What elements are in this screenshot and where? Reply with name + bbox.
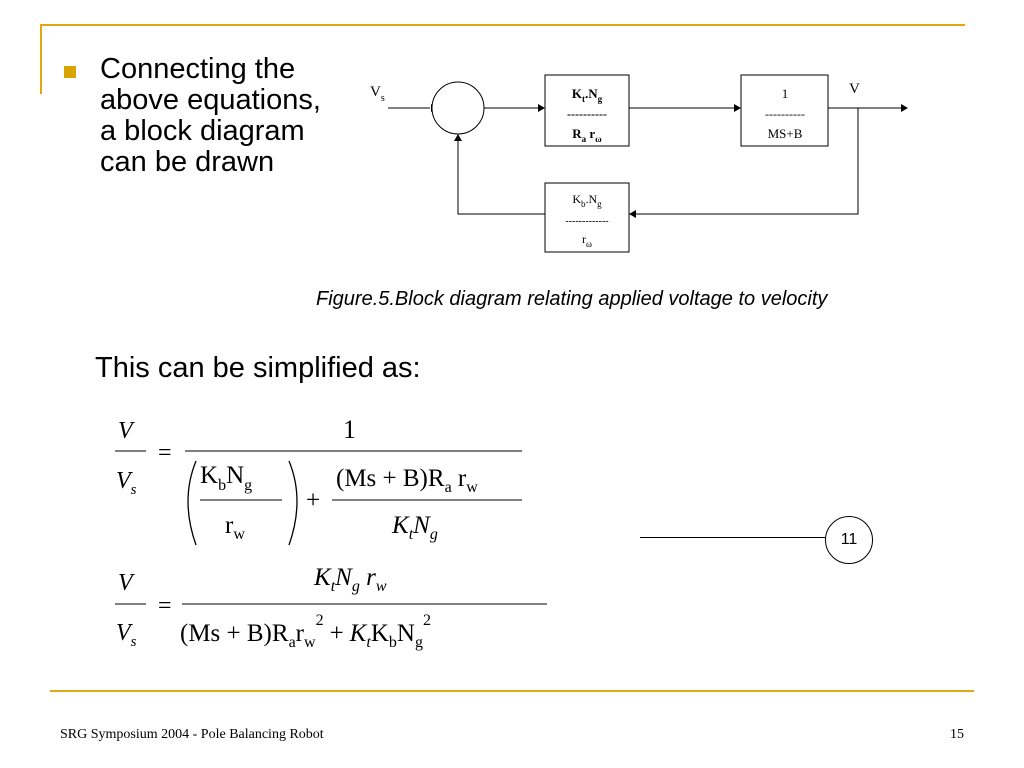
- bottom-rule: [50, 690, 974, 692]
- forward-dashes: ----------: [567, 107, 607, 121]
- eq1-paren-numerator: KbNg: [200, 462, 252, 494]
- forward-denominator: Ra rω: [572, 126, 602, 144]
- eq1-right-paren: [288, 460, 298, 546]
- arrowhead-to-plant: [734, 104, 741, 112]
- plant-block: [740, 74, 829, 147]
- top-rule: [40, 24, 965, 26]
- forward-numerator: Kt.Ng: [572, 86, 603, 104]
- output-arrowhead: [901, 104, 908, 112]
- eq2-denominator: (Ms + B)Rarw2+KtKbNg2: [180, 612, 431, 651]
- bullet-text: Connecting the above equations, a block …: [100, 53, 321, 178]
- feedback-dashes: -------------: [565, 216, 608, 227]
- eq1-paren-denominator: rw: [225, 512, 245, 543]
- eq2-lhs-denominator: Vs: [116, 620, 137, 650]
- eq1-equals: =: [158, 440, 172, 466]
- eq1-left-paren: [187, 460, 197, 546]
- feedback-line-left: [457, 141, 545, 215]
- eq1-right-denominator: KtNg: [391, 512, 438, 543]
- eq1-right-numerator: (Ms + B)Ra rw: [336, 465, 478, 496]
- plant-numerator: 1: [782, 86, 789, 101]
- bullet-marker: [64, 66, 76, 78]
- eq1-lhs-numerator: V: [118, 418, 135, 444]
- eq2-numerator: KtNg rw: [313, 564, 387, 595]
- simplified-heading: This can be simplified as:: [95, 352, 421, 384]
- output-label: V: [849, 81, 860, 97]
- eq1-rhs-numerator: 1: [343, 415, 356, 444]
- summing-junction: [431, 81, 485, 135]
- figure-caption: Figure.5.Block diagram relating applied …: [316, 288, 828, 310]
- feedback-block: [544, 182, 630, 253]
- feedback-arrowhead: [629, 210, 636, 218]
- equation-number-badge: 11: [825, 516, 873, 564]
- left-rule: [40, 24, 42, 94]
- plant-dashes: ----------: [765, 107, 805, 121]
- plant-denominator: MS+B: [768, 126, 803, 141]
- input-label: Vs: [370, 84, 385, 104]
- feedback-denominator: rω: [582, 232, 592, 249]
- equation-group: V Vs = 1 KbNg rw + (Ms + B)Ra rw KtNg V …: [115, 415, 547, 651]
- feedback-to-junction-arrowhead: [454, 134, 462, 141]
- eq1-plus: +: [306, 487, 320, 514]
- arrowhead-to-forward: [538, 104, 545, 112]
- eq1-lhs-denominator: Vs: [116, 468, 137, 498]
- equation-number-connector: [640, 537, 832, 538]
- eq2-lhs-numerator: V: [118, 570, 135, 596]
- feedback-numerator: Kb.Ng: [572, 192, 602, 209]
- feedback-line-right: [636, 108, 859, 215]
- eq2-equals: =: [158, 593, 172, 619]
- page-number: 15: [950, 727, 964, 742]
- forward-block: [544, 74, 630, 147]
- footer-title: SRG Symposium 2004 - Pole Balancing Robo…: [60, 727, 324, 742]
